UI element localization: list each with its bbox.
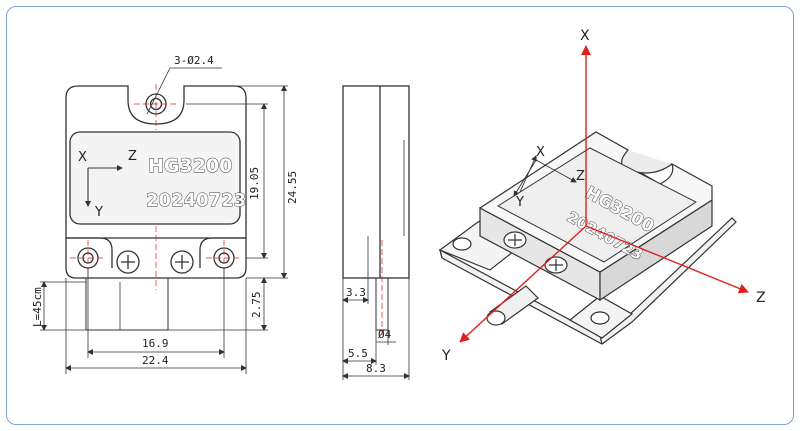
iso-plate-axis-y: Y	[515, 195, 524, 210]
red-axis-z	[585, 225, 749, 294]
red-axis-y	[459, 225, 587, 343]
red-axis-y-label: Y	[441, 348, 451, 364]
front-view	[65, 84, 247, 331]
plate-axis-triad	[85, 165, 123, 207]
dim-24-55: 24.55	[286, 171, 299, 204]
side-view	[342, 85, 410, 335]
iso-red-axes	[459, 45, 749, 343]
iso-view	[438, 131, 737, 345]
dim-2-75: 2.75	[250, 292, 263, 319]
screw-right	[170, 250, 194, 274]
red-axis-z-label: Z	[756, 290, 766, 306]
dim-cable-length: L=45cm	[31, 287, 44, 327]
plate-model-text: HG3200	[148, 155, 232, 177]
dim-5-5: 5.5	[348, 347, 368, 360]
dim-16-9: 16.9	[142, 337, 169, 350]
hole-callout: 3-Ø2.4	[174, 54, 214, 67]
front-dimensions	[40, 67, 288, 374]
iso-label-plate	[497, 147, 697, 263]
plate-axis-z-label: Z	[128, 149, 137, 164]
iso-plate-axis-z: Z	[576, 169, 585, 184]
label-plate	[69, 131, 241, 225]
plate-date-text: 20240723	[146, 190, 246, 211]
plate-axis-x-label: X	[78, 150, 87, 165]
iso-screw-right	[544, 256, 568, 274]
dim-22-4: 22.4	[142, 354, 169, 367]
side-body	[342, 85, 410, 279]
side-dimensions	[342, 278, 410, 380]
dim-3-3: 3.3	[346, 286, 366, 299]
dim-dia-4: Ø4	[378, 328, 392, 341]
dim-8-3: 8.3	[366, 362, 386, 375]
screw-left	[116, 250, 140, 274]
iso-screw-left	[503, 231, 527, 249]
dim-19-05: 19.05	[248, 167, 261, 200]
plate-axis-y-label: Y	[94, 205, 103, 220]
red-axis-x-label: X	[580, 28, 590, 44]
cable-stub	[85, 277, 169, 331]
iso-plate-axis-x: X	[536, 145, 545, 160]
